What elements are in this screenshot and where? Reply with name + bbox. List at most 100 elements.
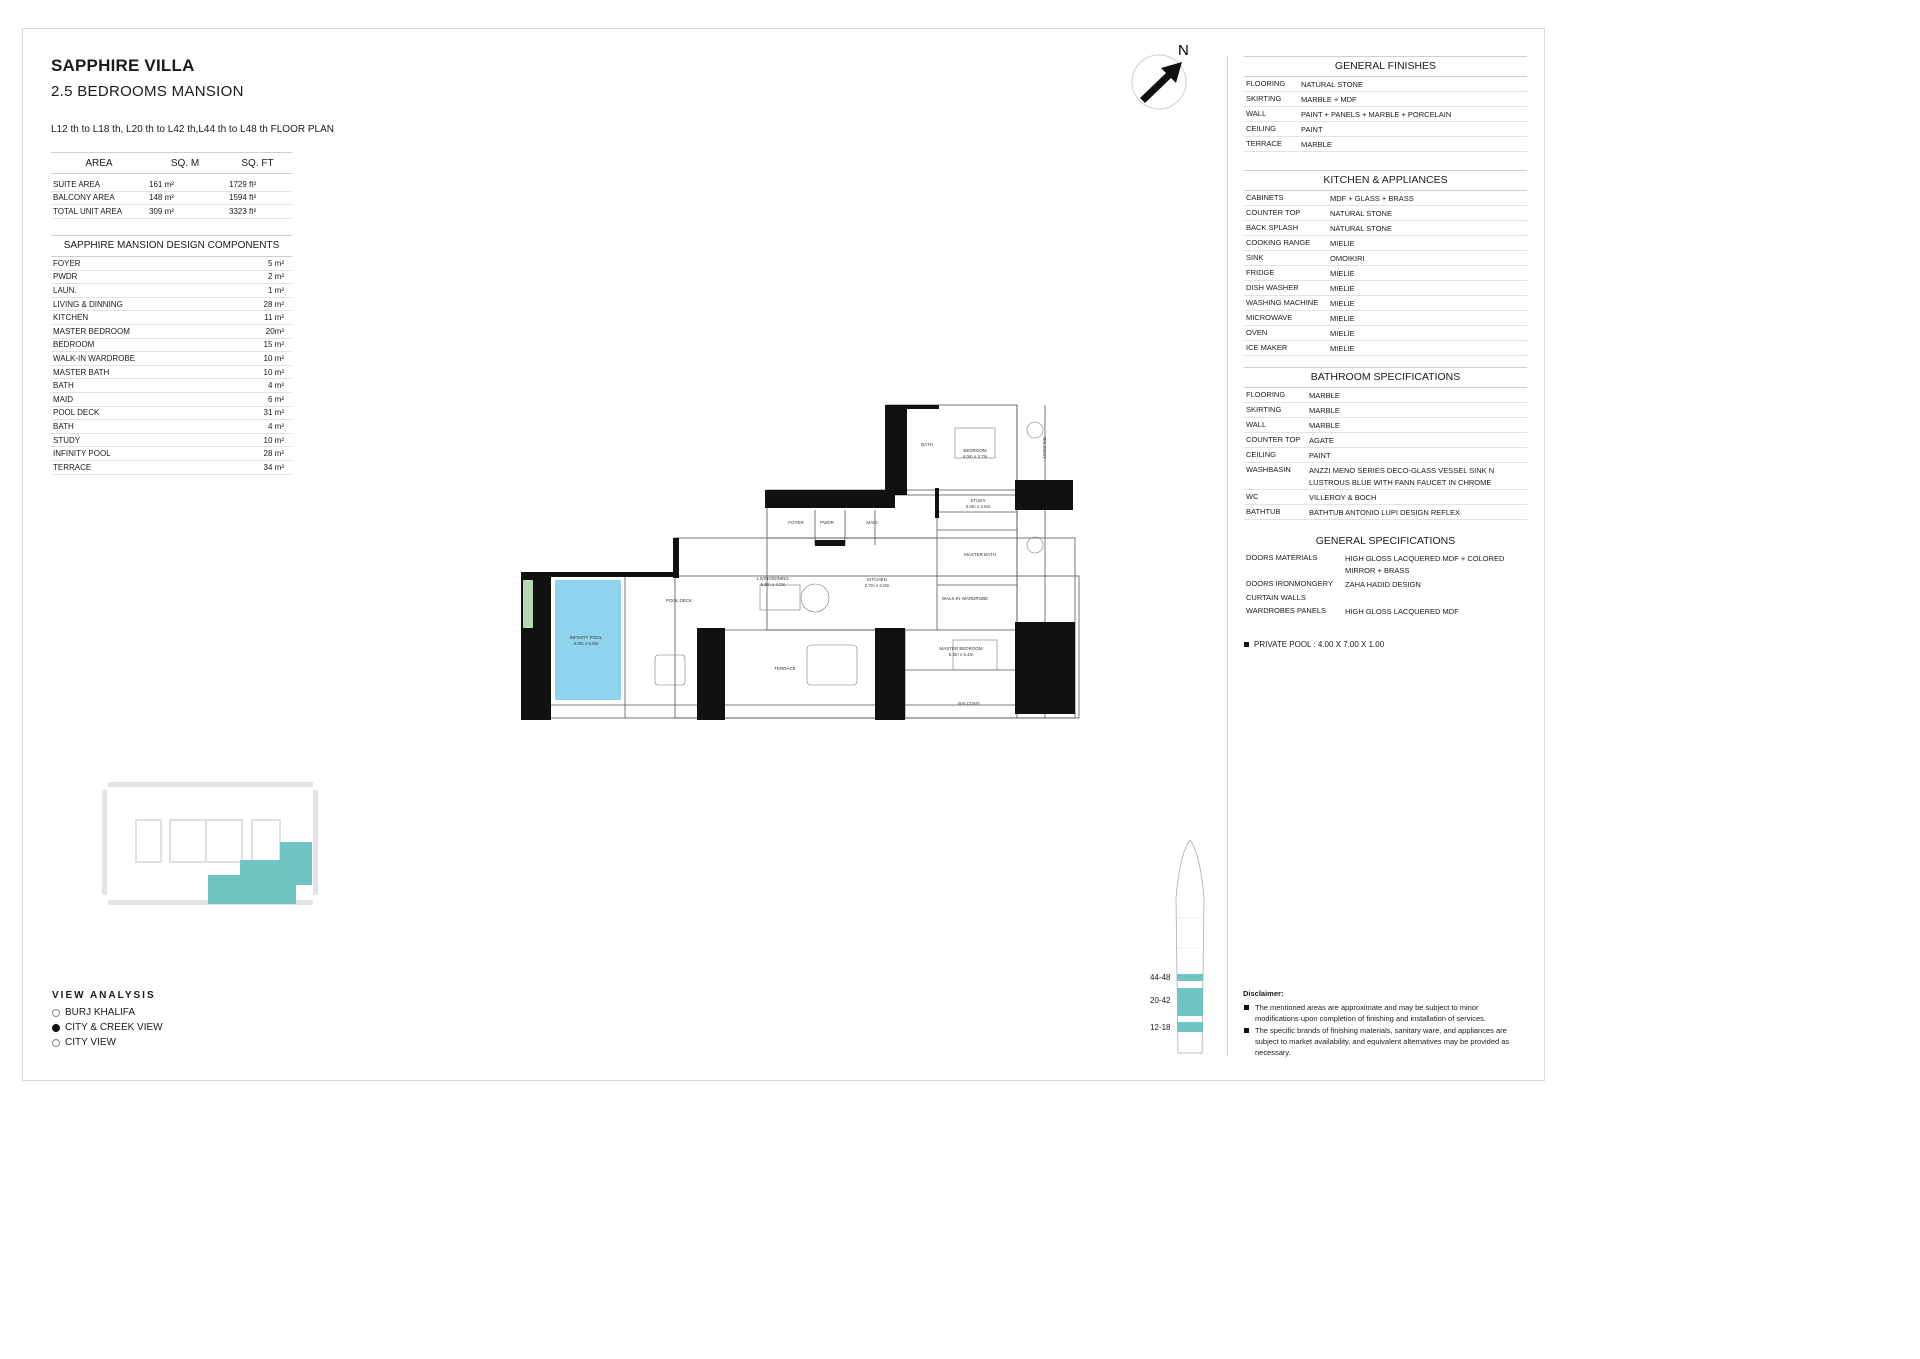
spec-value: MIELIE [1330, 299, 1355, 308]
spec-value: MARBLE [1301, 140, 1332, 149]
north-arrow-icon: N [1131, 42, 1189, 110]
spec-value: MIELIE [1330, 269, 1355, 278]
component-name: STUDY [53, 435, 81, 445]
label-foyer: FOYER [788, 520, 804, 525]
page-frame [22, 28, 1545, 1081]
components-table: SAPPHIRE MANSION DESIGN COMPONENTS FOYER… [51, 235, 292, 475]
view-option-label: BURJ KHALIFA [65, 1007, 136, 1018]
area-name: SUITE AREA [53, 179, 101, 189]
spec-value: ANZZI MENO SERIES DECO-GLASS VESSEL SINK… [1309, 466, 1495, 487]
spec-value: MDF + GLASS + BRASS [1330, 194, 1414, 203]
spec-value: MIELIE [1330, 284, 1355, 293]
spec-value: NATURAL STONE [1330, 224, 1392, 233]
area-table: AREA SQ. M SQ. FT SUITE AREA 161 m² 1729… [51, 152, 292, 219]
table-row: LAUN.1 m² [51, 284, 292, 298]
component-area: 15 m² [263, 340, 284, 350]
table-row: DOORS IRONMONGERY ZAHA HADID DESIGN [1244, 577, 1527, 591]
label-terrace: TERRACE [774, 666, 796, 671]
spec-key: COUNTER TOP [1246, 208, 1301, 217]
component-name: INFINITY POOL [53, 449, 111, 459]
view-option: BURJ KHALIFA [52, 1005, 163, 1020]
spec-value: VILLEROY & BOCH [1309, 493, 1377, 502]
spec-value: ZAHA HADID DESIGN [1345, 580, 1421, 589]
area-sqft: 3323 ft² [229, 206, 257, 216]
area-name: BALCONY AREA [53, 193, 115, 203]
component-area: 11 m² [264, 313, 284, 323]
label-bedroom-dim: 4.0m x 3.7m [963, 454, 988, 459]
spec-key: SINK [1246, 253, 1264, 262]
area-sqft: 1729 ft² [229, 179, 257, 189]
area-sqm: 309 m² [149, 206, 174, 216]
disclaimer-text: The specific brands of finishing materia… [1255, 1026, 1510, 1057]
column-divider [1227, 56, 1228, 1056]
spec-key: DOORS IRONMONGERY [1246, 579, 1333, 588]
label-living-dim: 6.5m x 4.2m [761, 582, 786, 587]
spec-value [1345, 593, 1527, 604]
label-pwdr: PWDR [820, 520, 834, 525]
kitchen-section: KITCHEN & APPLIANCES CABINETS MDF + GLASS… [1244, 170, 1527, 356]
spec-key: WALL [1246, 420, 1267, 429]
disclaimer-title: Disclaimer: [1243, 989, 1284, 998]
component-area: 20m² [265, 326, 284, 336]
component-area: 10 m² [263, 435, 284, 445]
spec-key: DOORS MATERIALS [1246, 553, 1318, 562]
label-bath: BATH [921, 442, 933, 447]
component-name: LIVING & DINNING [53, 299, 123, 309]
component-area: 4 m² [268, 421, 284, 431]
disclaimer-item: The mentioned areas are approximate and … [1243, 1002, 1513, 1024]
area-col-header: AREA [85, 157, 113, 169]
page-subtitle: 2.5 BEDROOMS MANSION [51, 83, 244, 100]
spec-value: AGATE [1309, 436, 1334, 445]
component-name: BEDROOM [53, 340, 95, 350]
component-name: BATH [53, 381, 74, 391]
label-study-dim: 4.0m x 2.6m [966, 504, 991, 509]
spec-value: NATURAL STONE [1301, 80, 1363, 89]
label-balcony: BALCONY [958, 701, 980, 706]
kitchen-title: KITCHEN & APPLIANCES [1244, 170, 1527, 191]
spec-value: PAINT [1301, 125, 1323, 134]
label-kitchen-dim: 2.7m x 3.0m [865, 583, 890, 588]
component-name: MASTER BATH [53, 367, 110, 377]
component-area: 5 m² [268, 258, 284, 268]
spec-key: WC [1246, 492, 1259, 501]
spec-value: HIGH GLOSS LACQUERED MDF + COLORED MIRRO… [1345, 554, 1505, 575]
spec-value: PAINT [1309, 451, 1331, 460]
disclaimer-item: The specific brands of finishing materia… [1243, 1025, 1513, 1058]
label-infinity-pool: INFINITY POOL [570, 635, 603, 640]
table-row: SUITE AREA 161 m² 1729 ft² [51, 178, 292, 192]
disclaimer: Disclaimer: The mentioned areas are appr… [1243, 988, 1513, 1059]
bullet-icon [1244, 642, 1249, 648]
component-name: TERRACE [53, 462, 92, 472]
spec-value: MIELIE [1330, 314, 1355, 323]
spec-key: BATHTUB [1246, 507, 1281, 516]
spec-key: MICROWAVE [1246, 313, 1293, 322]
floor-level-label: 12-18 [1150, 1023, 1171, 1032]
spec-key: COUNTER TOP [1246, 435, 1301, 444]
label-living: LIVING/DINING [757, 576, 789, 581]
spec-key: FLOORING [1246, 390, 1286, 399]
floor-level-label: 20-42 [1150, 996, 1171, 1005]
label-master-dim: 6.3m x 5.4m [949, 652, 974, 657]
spec-value: MARBLE + MDF [1301, 95, 1357, 104]
spec-key: CABINETS [1246, 193, 1284, 202]
table-row: BEDROOM 15 m² [51, 339, 292, 353]
spec-key: DISH WASHER [1246, 283, 1299, 292]
disclaimer-text: The mentioned areas are approximate and … [1255, 1003, 1486, 1023]
view-analysis-title: VIEW ANALYSIS [52, 990, 156, 1001]
area-table-header: AREA SQ. M SQ. FT [51, 152, 292, 174]
spec-key: WARDROBES PANELS [1246, 605, 1327, 615]
